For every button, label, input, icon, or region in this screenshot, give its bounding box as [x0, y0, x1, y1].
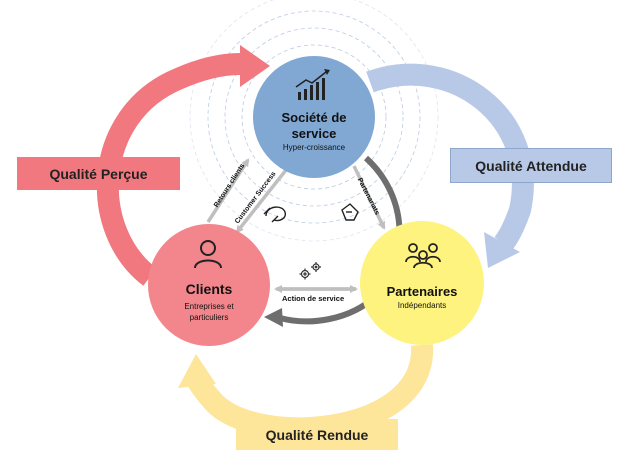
node-societe-subtitle: Hyper-croissance — [282, 143, 346, 152]
node-clients-subtitle-2: particuliers — [189, 313, 229, 322]
gears-icon — [299, 262, 321, 280]
arrow-qualite-percue — [96, 45, 270, 286]
growth-chart-icon — [295, 69, 330, 100]
node-partenaires-subtitle: Indépendants — [397, 301, 447, 310]
dashed-rings — [189, 0, 439, 242]
node-partenaires-title: Partenaires — [386, 284, 458, 299]
arrow-qualite-rendue — [178, 344, 434, 440]
label-qualite-rendue: Qualité Rendue — [236, 419, 398, 450]
node-clients-title: Clients — [185, 281, 233, 297]
label-qualite-attendue: Qualité Attendue — [450, 148, 612, 183]
node-societe: Société de service Hyper-croissance — [254, 110, 374, 153]
node-partenaires-circle — [360, 221, 484, 345]
node-clients-subtitle-1: Entreprises et — [184, 302, 234, 311]
node-societe-circle — [253, 56, 375, 178]
link-label-action-de-service: Action de service — [282, 294, 345, 303]
link-arrows — [206, 158, 386, 293]
person-icon — [194, 240, 222, 269]
node-clients: Clients Entreprises et particuliers — [149, 281, 269, 323]
arrow-retours-clients — [206, 158, 250, 223]
node-societe-title-2: service — [291, 126, 337, 141]
node-societe-title-1: Société de — [281, 110, 347, 125]
arrow-customer-success — [235, 168, 288, 234]
node-partenaires: Partenaires Indépendants — [362, 284, 482, 311]
handshake-icon — [263, 206, 287, 223]
arrow-partenariats — [352, 165, 386, 230]
group-icon — [405, 243, 441, 269]
node-clients-circle — [148, 224, 270, 346]
label-qualite-percue: Qualité Perçue — [17, 157, 180, 190]
deal-icon — [341, 203, 359, 221]
